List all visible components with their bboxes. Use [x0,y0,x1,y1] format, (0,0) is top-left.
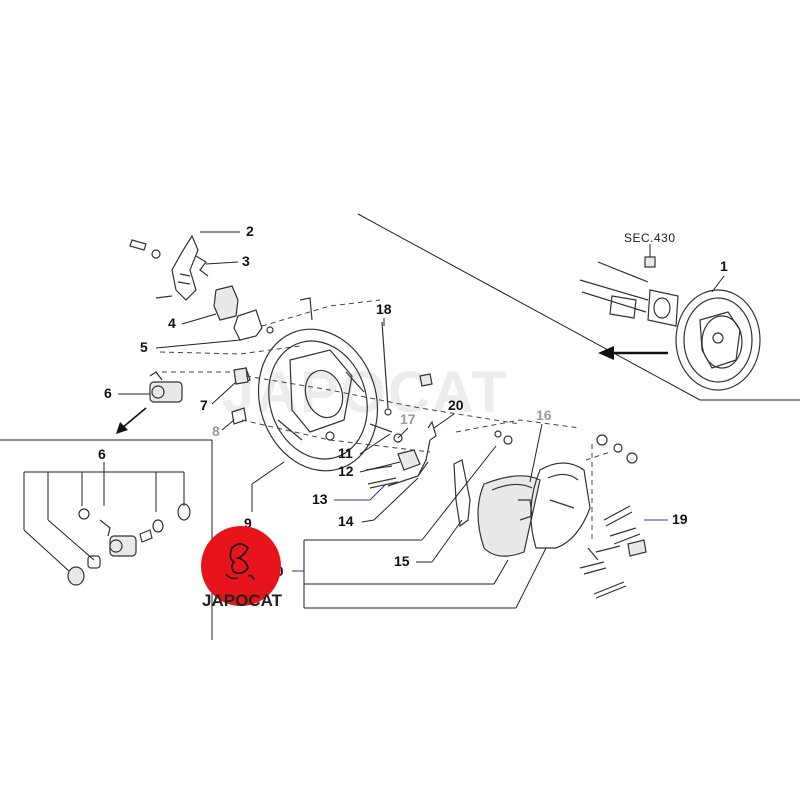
part-label-16: 16 [536,407,552,423]
part-label-11: 11 [338,445,353,461]
part-label-17: 17 [400,411,416,427]
part-label-6-detail: 6 [98,446,106,462]
part-label-3: 3 [242,253,250,269]
wheel-cylinder [149,371,183,403]
part-label-12: 12 [338,463,354,479]
part-label-20: 20 [448,397,464,413]
return-springs [579,434,647,599]
part-label-7: 7 [200,397,208,413]
part-label-2: 2 [246,223,254,239]
cylinder-exploded-view [23,462,191,586]
part-label-18: 18 [376,301,392,317]
bleeder-parts [231,367,249,425]
part-label-1: 1 [720,258,728,274]
backing-plate-assembly [579,244,761,391]
left-arrow-icon [598,346,668,360]
part-label-4: 4 [168,315,176,331]
logo-text: JAPOCAT [202,591,283,610]
part-label-19: 19 [672,511,688,527]
backing-plate [257,297,379,472]
part-10-bracket [303,445,547,609]
down-left-arrow-icon [116,407,147,434]
part-label-5: 5 [140,339,148,355]
parking-brake-lever-group [129,234,274,383]
part-label-15: 15 [394,553,410,569]
japocat-logo: JAPOCAT [201,526,283,610]
part-label-6: 6 [104,385,112,401]
part-label-8: 8 [212,423,220,439]
brake-shoes [453,430,591,557]
adjuster-hardware [365,321,437,489]
section-reference: SEC.430 [624,231,676,245]
part-label-13: 13 [312,491,328,507]
part-label-14: 14 [338,513,354,529]
part-label-9: 9 [244,515,252,531]
